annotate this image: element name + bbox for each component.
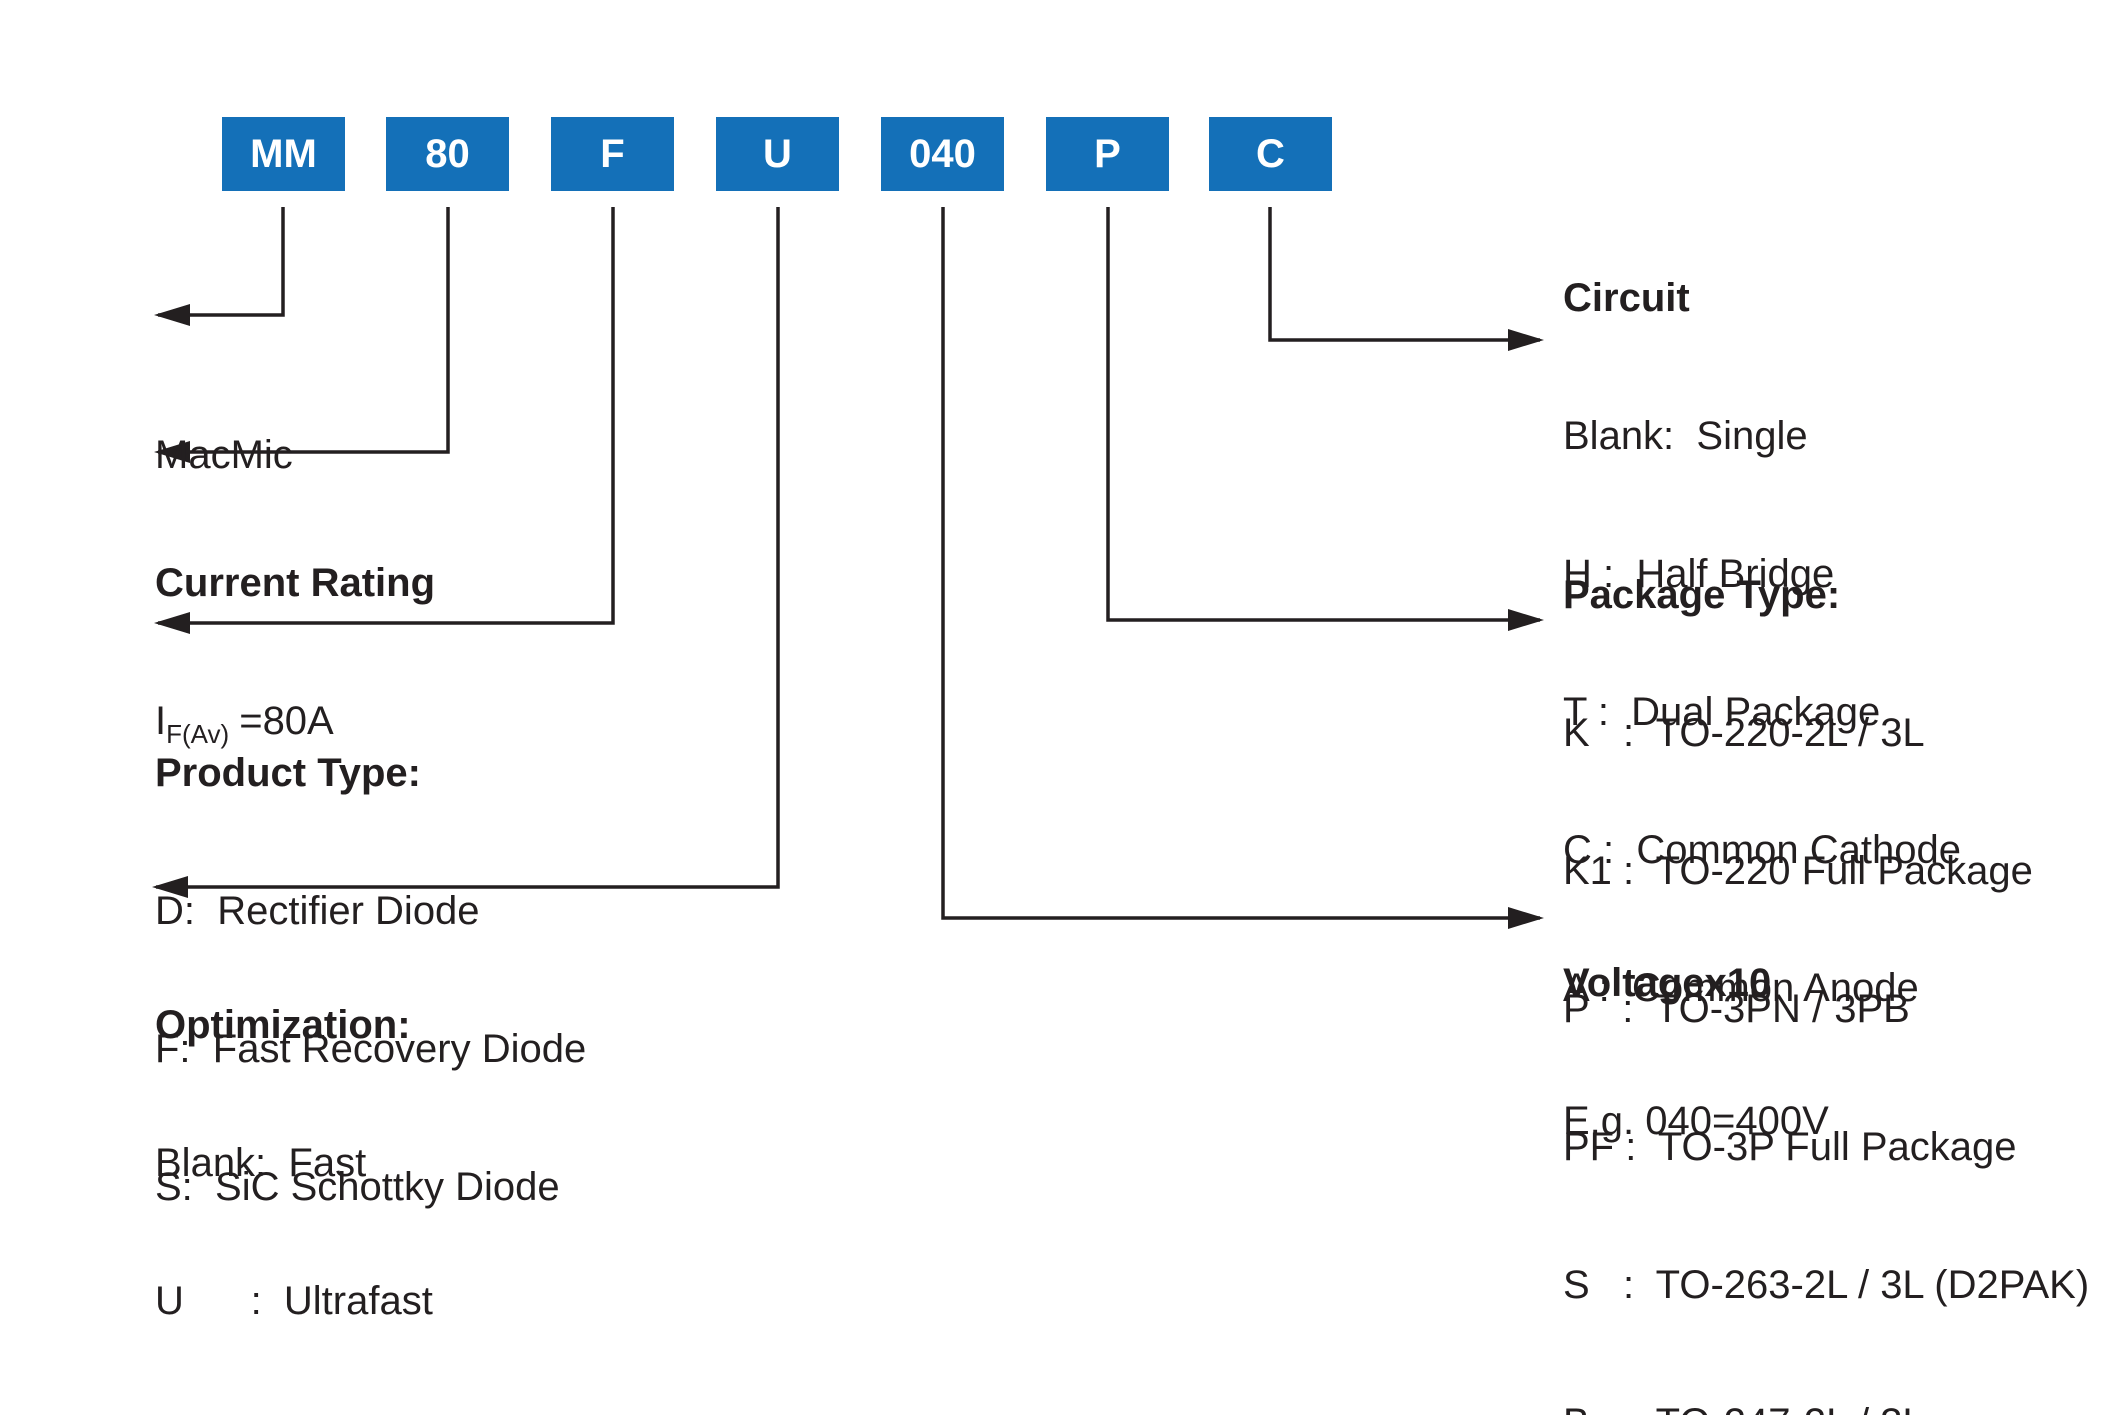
- list-item: Blank: Single: [1563, 414, 1808, 458]
- section-optimization: Optimization: Blank: Fast U : Ultrafast …: [155, 910, 548, 1415]
- part-code-box-voltage: 040: [881, 117, 1004, 191]
- circuit-heading: Circuit: [1563, 276, 1690, 320]
- connector-brand-arrow: [154, 207, 285, 326]
- list-item: K : TO-220-2L / 3L: [1563, 711, 1925, 755]
- current-symbol-subscript: F(Av): [166, 719, 230, 749]
- part-code-box-circuit: C: [1209, 117, 1332, 191]
- list-item: K1 : TO-220 Full Package: [1563, 849, 2033, 893]
- part-code-box-package: P: [1046, 117, 1169, 191]
- list-item: B : TO-247-2L / 3L: [1563, 1400, 2089, 1415]
- connector-voltage-arrow: [941, 207, 1544, 929]
- section-circuit: Circuit Blank: Single H : Half Bridge T …: [1563, 183, 1961, 1103]
- list-item: U : Ultrafast: [155, 1279, 433, 1323]
- brand-label: MacMic: [155, 433, 293, 477]
- section-voltage: Voltagex10 E.g. 040=400V: [1563, 868, 1829, 1236]
- list-item: S : TO-263-2L / 3L (D2PAK): [1563, 1263, 2090, 1307]
- section-product-type: Product Type: D: Rectifier Diode F: Fast…: [155, 658, 586, 1302]
- part-code-box-current: 80: [386, 117, 509, 191]
- part-code-box-optimization: U: [716, 117, 839, 191]
- list-item: PF : TO-3P Full Package: [1563, 1125, 2017, 1169]
- list-item: T : Dual Package: [1563, 690, 1881, 734]
- list-item: D: Rectifier Diode: [155, 889, 480, 933]
- section-brand: MacMic: [155, 340, 293, 570]
- part-code-box-mm: MM: [222, 117, 345, 191]
- section-package-type: Package Type: K : TO-220-2L / 3L K1 : TO…: [1563, 480, 2089, 1415]
- list-item: H : Half Bridge: [1563, 552, 1835, 596]
- current-rating-heading: Current Rating: [155, 561, 435, 605]
- part-code-box-product: F: [551, 117, 674, 191]
- optimization-heading: Optimization:: [155, 1003, 411, 1047]
- package-type-heading: Package Type:: [1563, 573, 1841, 617]
- list-item: Blank: Fast: [155, 1141, 367, 1185]
- product-type-heading: Product Type:: [155, 751, 421, 795]
- list-item: F: Fast Recovery Diode: [155, 1027, 587, 1071]
- current-symbol: I: [155, 699, 167, 743]
- current-rating-value: IF(Av) =80A: [155, 698, 435, 757]
- list-item: P : TO-3PN / 3PB: [1563, 987, 1910, 1031]
- section-current-rating: Current Rating IF(Av) =80A: [155, 468, 435, 849]
- connector-circuit-arrow: [1268, 207, 1544, 351]
- voltage-example: E.g. 040=400V: [1563, 1099, 1829, 1143]
- list-item: A : Common Anode: [1563, 966, 1919, 1010]
- list-item: S: SiC Schottky Diode: [155, 1165, 560, 1209]
- voltage-heading: Voltagex10: [1563, 961, 1772, 1005]
- current-value: =80A: [239, 699, 334, 743]
- list-item: C : Common Cathode: [1563, 828, 1961, 872]
- connector-package-type-arrow: [1106, 207, 1544, 631]
